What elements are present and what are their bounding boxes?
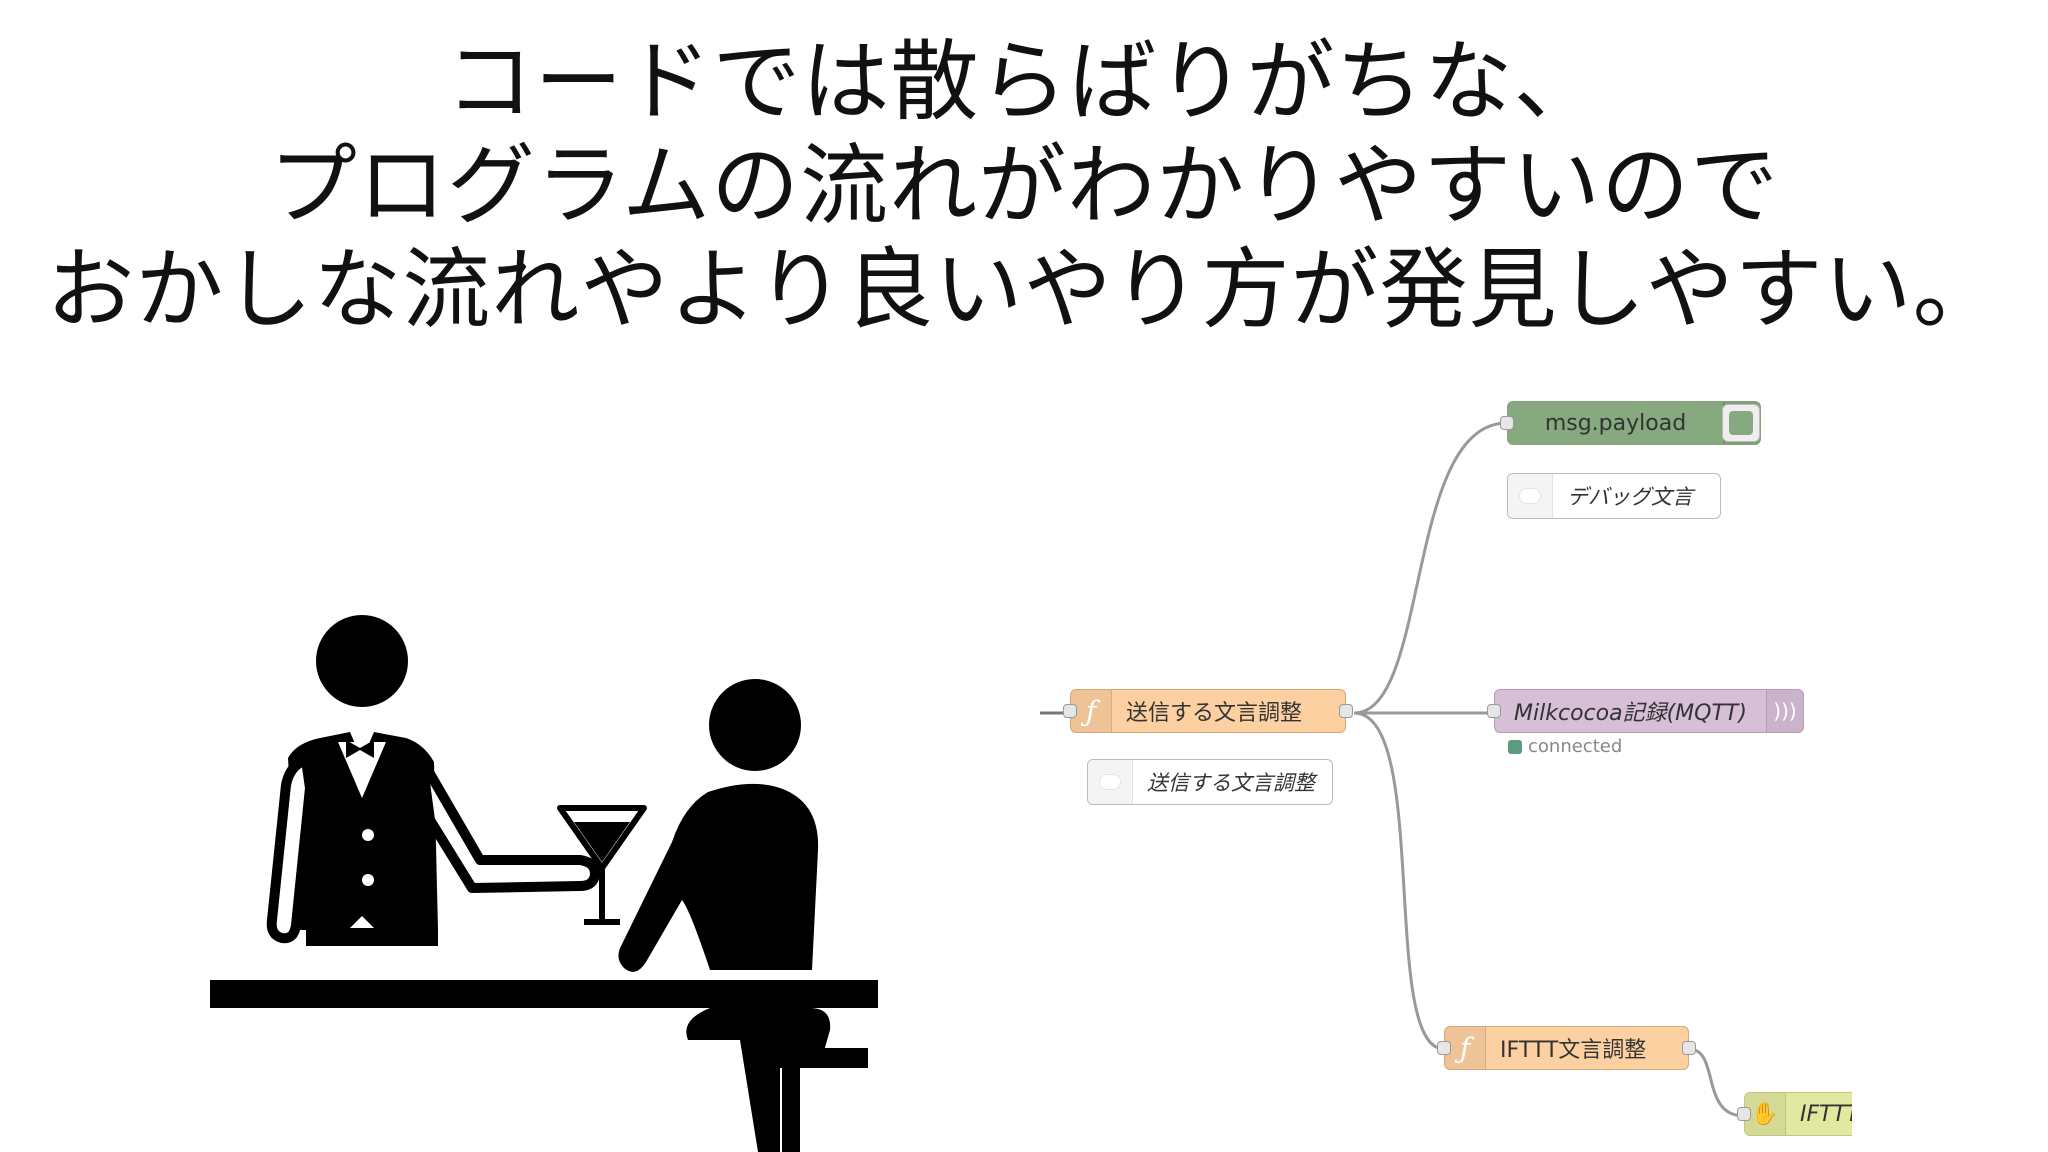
- customer-body: [618, 783, 819, 972]
- debug-node-label: msg.payload: [1544, 410, 1687, 436]
- mqtt-status: connected: [1508, 736, 1622, 757]
- bar-stool-seat: [770, 1048, 868, 1068]
- mqtt-node[interactable]: Milkcocoa記録(MQTT) ))): [1487, 689, 1804, 733]
- function-node-main[interactable]: ƒ 送信する文言調整: [1063, 689, 1353, 733]
- ifttt-output-label: IFTTT: [1800, 1101, 1860, 1127]
- function-icon: ƒ: [1445, 1027, 1486, 1069]
- list-icon: ≣: [1723, 402, 1760, 444]
- comment-icon: [1508, 474, 1553, 518]
- bowtie-icon: [346, 740, 374, 758]
- ifttt-icon: ✋: [1745, 1093, 1786, 1135]
- debug-comment-node[interactable]: デバッグ文言: [1507, 473, 1721, 519]
- bartender-body: [288, 732, 438, 930]
- headline-line-3: おかしな流れやより良いやり方が発見しやすい。: [46, 238, 2002, 341]
- customer-head: [709, 679, 801, 771]
- mqtt-status-label: connected: [1528, 736, 1623, 757]
- debug-comment-label: デバッグ文言: [1567, 485, 1693, 509]
- function-icon: ƒ: [1071, 690, 1112, 732]
- bar-counter: [210, 980, 878, 1008]
- customer-legs: [686, 1008, 831, 1152]
- headline-line-2: プログラムの流れがわかりやすいので: [268, 134, 1780, 237]
- function-node-main-label: 送信する文言調整: [1126, 701, 1303, 726]
- bartender-left-arm: [266, 755, 315, 944]
- status-dot-icon: [1508, 739, 1522, 754]
- slide-headline: コードでは散らばりがちな、 プログラムの流れがわかりやすいので おかしな流れやよ…: [0, 30, 2048, 342]
- ifttt-output-node[interactable]: ✋ IFTTT: [1737, 1092, 1896, 1136]
- headline-line-1: コードでは散らばりがちな、: [445, 30, 1603, 133]
- bartender-customer-illustration: [210, 615, 878, 1152]
- function-node-ifttt-label: IFTTT文言調整: [1500, 1038, 1647, 1063]
- function-node-ifttt[interactable]: ƒ IFTTT文言調整: [1437, 1026, 1696, 1070]
- broadcast-icon: ))): [1766, 690, 1803, 732]
- comment-icon: [1088, 760, 1133, 804]
- function-main-comment-label: 送信する文言調整: [1147, 771, 1315, 795]
- bartender-head: [316, 615, 408, 707]
- debug-node[interactable]: msg.payload ≣: [1500, 401, 1761, 445]
- function-main-comment-node[interactable]: 送信する文言調整: [1087, 759, 1333, 805]
- mqtt-node-label: Milkcocoa記録(MQTT): [1514, 701, 1747, 726]
- bar-stool-leg: [782, 1068, 800, 1152]
- bartender-right-arm: [417, 755, 600, 893]
